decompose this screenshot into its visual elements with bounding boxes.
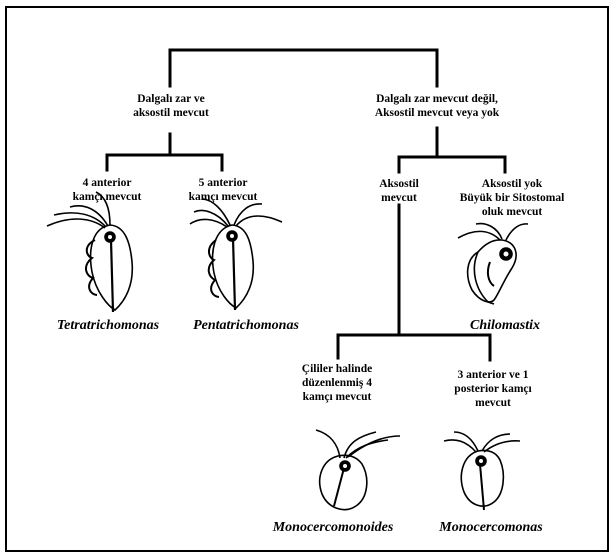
node-left-branch: Dalgalı zar ve aksostil mevcut: [111, 92, 231, 120]
node-axostyle-present: Aksostil mevcut: [364, 177, 434, 205]
monocercomonas-illustration: [444, 432, 520, 510]
node-five-flagella: 5 anterior kamçı mevcut: [182, 176, 264, 204]
tetratrichomonas-illustration: [47, 192, 132, 312]
node-right-branch: Dalgalı zar mevcut değil, Aksostil mevcu…: [352, 92, 522, 120]
genus-tetratrichomonas: Tetratrichomonas: [42, 318, 174, 334]
monocercomonoides-illustration: [316, 430, 400, 510]
genus-chilomastix: Chilomastix: [450, 318, 560, 334]
genus-pentatrichomonas: Pentatrichomonas: [180, 318, 312, 334]
node-cilia-flagella: Çililer halinde düzenlenmiş 4 kamçı mevc…: [282, 362, 392, 404]
genus-monocercomonas: Monocercomonas: [428, 520, 554, 536]
node-three-one-flagella: 3 anterior ve 1 posterior kamçı mevcut: [438, 368, 548, 410]
node-axostyle-absent: Aksostil yok Büyük bir Sitostomal oluk m…: [452, 177, 572, 219]
chilomastix-illustration: [458, 224, 528, 304]
pentatrichomonas-illustration: [190, 199, 282, 310]
node-four-flagella: 4 anterior kamçı mevcut: [66, 176, 148, 204]
genus-monocercomonoides: Monocercomonoides: [258, 520, 408, 536]
